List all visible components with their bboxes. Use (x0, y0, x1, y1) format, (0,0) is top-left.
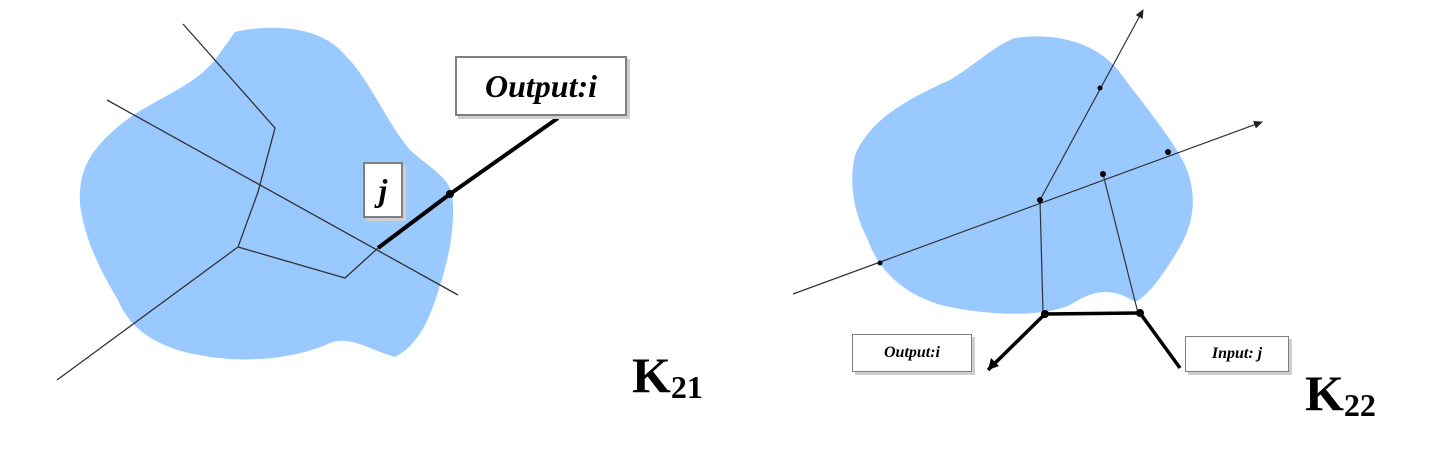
right-node-3 (1165, 149, 1171, 155)
right-diagram (792, 9, 1263, 372)
left-diagram (56, 23, 560, 381)
right-node-7 (1136, 309, 1144, 317)
right-k-main: K (1305, 365, 1344, 421)
right-node-4 (877, 260, 883, 266)
left-output-arm (376, 192, 452, 250)
left-region (79, 27, 454, 360)
right-k-label: K22 (1305, 365, 1376, 421)
left-output-label: Output:i (455, 56, 627, 116)
left-line-diagonal (106, 99, 459, 296)
right-node-6 (1041, 310, 1049, 318)
right-vertical-left (1039, 199, 1044, 314)
right-vertical-right (1102, 173, 1139, 314)
right-input-label: Input: j (1185, 336, 1289, 372)
left-line-upper (56, 23, 276, 381)
right-ray-right (792, 120, 1263, 295)
right-node-5 (1097, 85, 1103, 91)
left-k-sub: 21 (670, 369, 703, 405)
right-output-arm (986, 312, 1047, 372)
left-k-main: K (632, 347, 671, 403)
right-output-label: Output:i (852, 334, 972, 372)
right-node-2 (1100, 171, 1106, 177)
right-region (852, 36, 1193, 314)
left-line-bottom (237, 246, 379, 279)
right-ray-up (1039, 9, 1144, 201)
right-k-sub: 22 (1343, 387, 1376, 423)
left-k-label: K21 (632, 347, 703, 403)
right-bottom-bar (1044, 311, 1141, 316)
left-output-link (448, 116, 560, 196)
left-node-label: j (363, 162, 403, 218)
right-output-arrowhead (988, 358, 999, 370)
left-output-node (446, 190, 454, 198)
right-node-1 (1037, 197, 1043, 203)
right-input-arm (1138, 311, 1182, 370)
